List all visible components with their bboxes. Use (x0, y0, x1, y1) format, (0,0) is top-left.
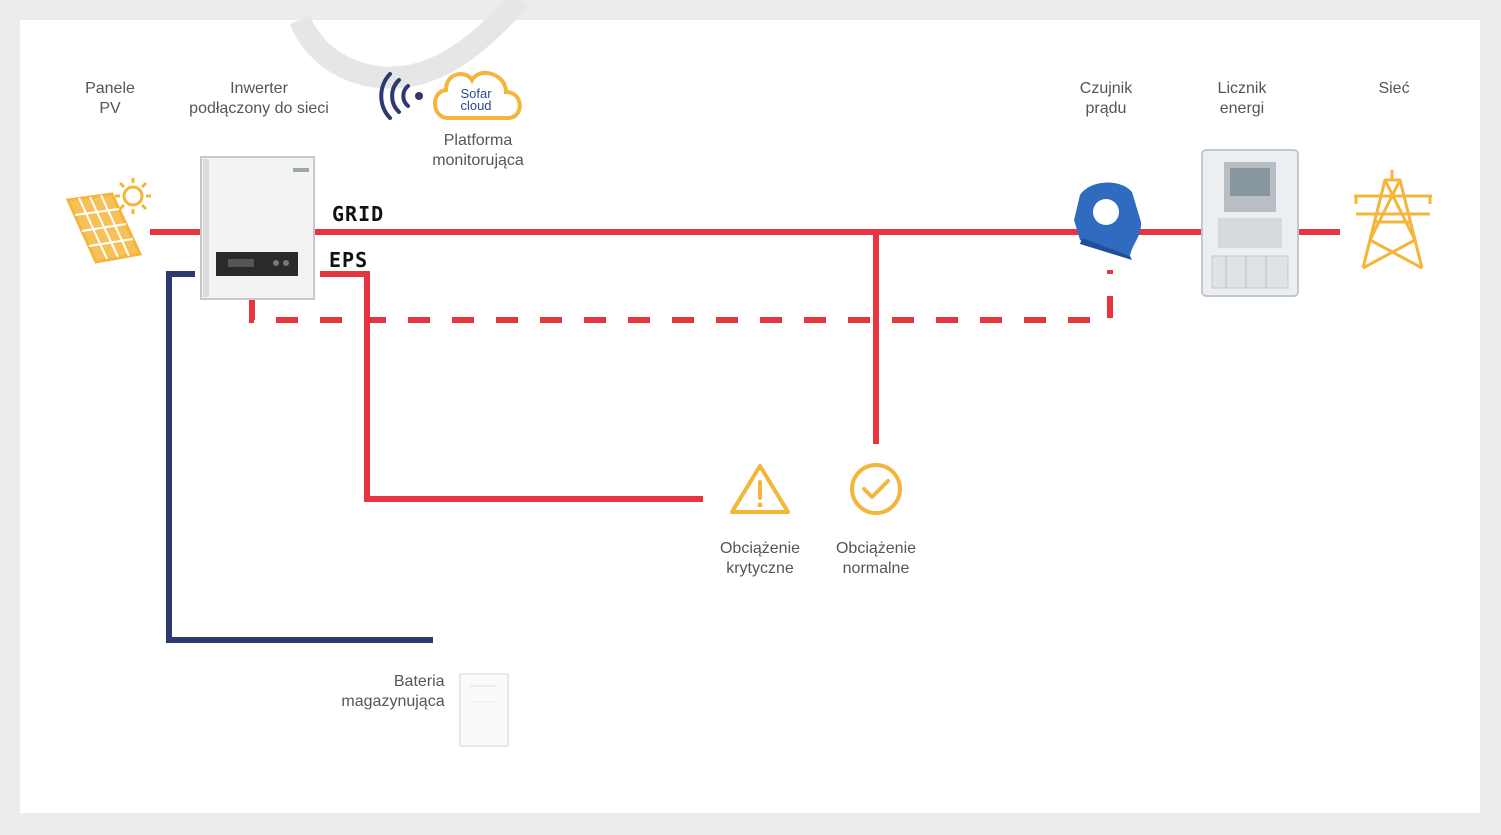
wiring (150, 229, 1340, 643)
cloud-icon (433, 70, 522, 120)
power-tower-icon (1354, 170, 1432, 270)
inverter-icon (200, 156, 315, 300)
energy-meter-icon (1201, 149, 1299, 297)
sun-icon (115, 178, 151, 214)
check-circle-icon (850, 463, 902, 515)
warning-triangle-icon (730, 464, 790, 514)
wireless-signal-icon (379, 72, 423, 120)
battery-icon (459, 673, 509, 747)
solar-panel-icon (65, 192, 143, 264)
current-sensor-icon (1074, 182, 1142, 260)
grid-bus-label: GRID (332, 202, 385, 226)
watermark-shape (289, 0, 528, 89)
grid-tower-label: Sieć (1378, 80, 1410, 97)
eps-bus-label: EPS (329, 248, 369, 272)
battery-line (166, 271, 433, 643)
ct-signal-dashed-line (249, 270, 1113, 323)
eps-line (320, 271, 703, 502)
